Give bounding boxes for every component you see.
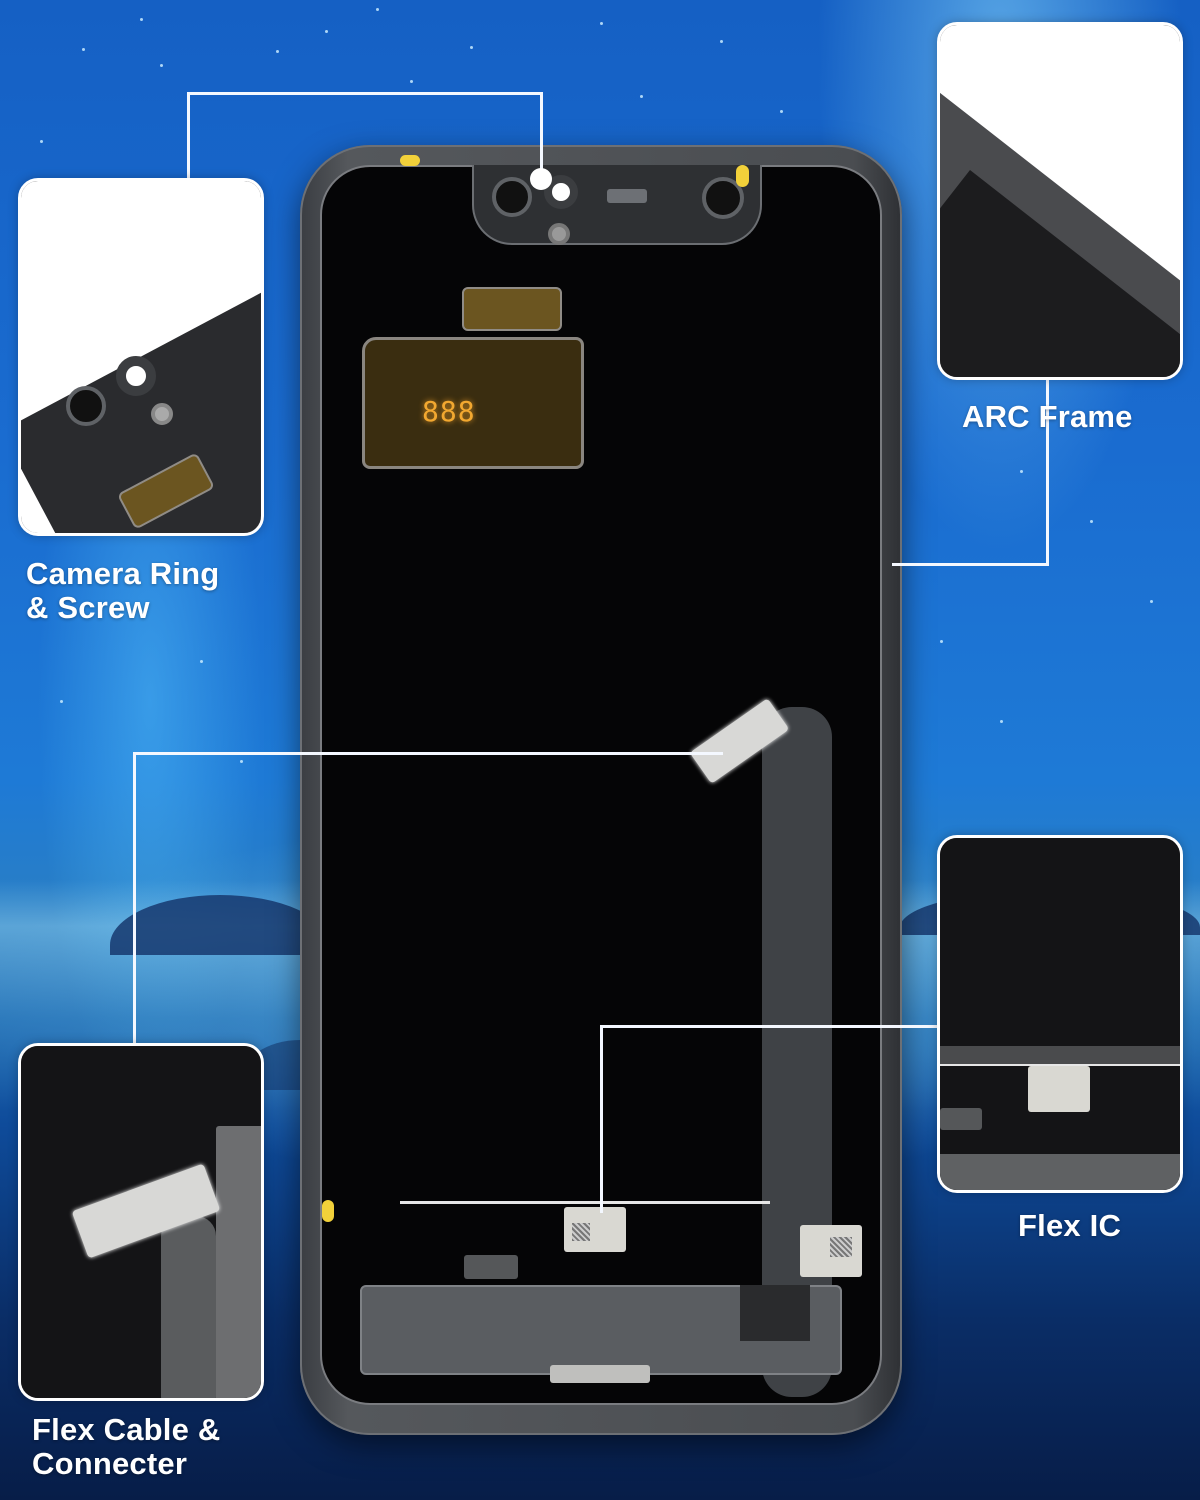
arc-frame-closeup [937, 22, 1183, 380]
adhesive-pad [736, 165, 749, 187]
camera-callout-line-v2 [540, 92, 543, 178]
arc-frame-label: ARC Frame [962, 399, 1133, 434]
flex-ic-callout-line-v [600, 1025, 603, 1213]
camera-callout-line-v1 [187, 92, 190, 180]
flex-cable-trace [762, 707, 832, 1397]
camera-callout-line-h [187, 92, 543, 95]
camera-callout-dot [530, 168, 552, 190]
chip-datamatrix [572, 1223, 590, 1241]
flex-ic-closeup [937, 835, 1183, 1193]
flex-cable-callout-line-h [133, 752, 723, 755]
bottom-connector-block [740, 1285, 810, 1341]
flex-cable-callout-line-v [133, 753, 136, 1045]
bottom-bracket [550, 1365, 650, 1383]
adhesive-pad [400, 155, 420, 166]
gold-contact-pad [462, 287, 562, 331]
gray-label [464, 1255, 518, 1279]
display-controller-shield [362, 337, 584, 469]
camera-ring-closeup [18, 178, 264, 536]
camera-ring-label: Camera Ring & Screw [26, 556, 220, 625]
flex-ic-label: Flex IC [1018, 1208, 1122, 1243]
camera-lens-zoom [66, 386, 106, 426]
flex-ic-callout-line-h [600, 1025, 940, 1028]
frame-edge-line [400, 1201, 770, 1204]
earpiece-speaker [607, 189, 647, 203]
phone-screen-assembly: 888 [300, 145, 902, 1435]
flex-cable-closeup [18, 1043, 264, 1401]
flex-cable-label: Flex Cable & Connecter [32, 1412, 221, 1481]
front-camera-lens [492, 177, 532, 217]
arc-callout-line-h [892, 563, 1049, 566]
display-back-panel: 888 [320, 165, 882, 1405]
adhesive-pad [322, 1200, 334, 1222]
flex-ic-zoom [1028, 1066, 1090, 1112]
arc-callout-line-v [1046, 380, 1049, 566]
screw-zoom [151, 403, 173, 425]
camera-ring [544, 175, 578, 209]
camera-screw [548, 223, 570, 245]
display-digits: 888 [422, 395, 476, 428]
proximity-sensor [702, 177, 744, 219]
camera-ring-zoom [116, 356, 156, 396]
chip-datamatrix [830, 1237, 852, 1257]
